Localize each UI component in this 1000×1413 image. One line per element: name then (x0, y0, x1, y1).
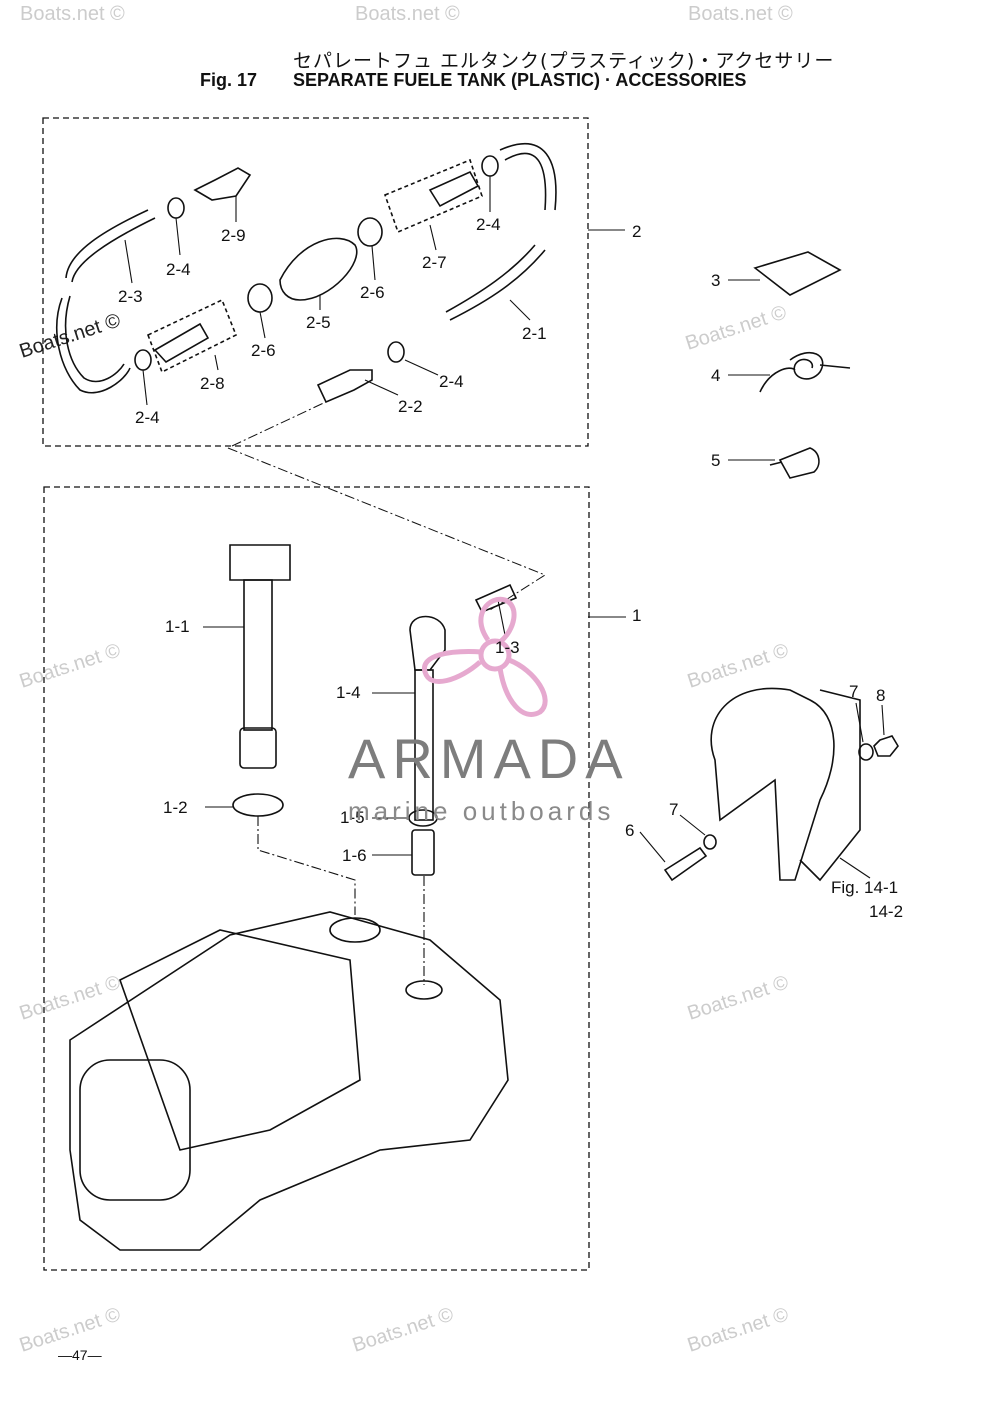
watermark: Boats.net © (355, 3, 460, 25)
callout-1-2: 1-2 (163, 798, 188, 817)
washer-icon (858, 743, 874, 761)
check-valve-icon (247, 283, 273, 313)
figure-number: Fig. 17 (200, 70, 258, 90)
watermark: Boats.net © (685, 639, 792, 692)
washer-icon (703, 834, 717, 850)
watermarks: Boats.net © Boats.net © Boats.net © Boat… (17, 3, 793, 1357)
callout-2-9: 2-9 (221, 226, 246, 245)
tank-top-panel (119, 929, 361, 1151)
armada-brand-name: ARMADA (348, 727, 630, 790)
nut-icon (873, 735, 899, 757)
tank-handle-recess (79, 1059, 191, 1201)
callout-2-3: 2-3 (118, 287, 143, 306)
callout-2: 2 (632, 222, 641, 241)
watermark: Boats.net © (20, 3, 125, 25)
bracket-pad-icon (753, 251, 842, 296)
callout-2-7: 2-7 (422, 253, 447, 272)
watermark: Boats.net © (17, 639, 124, 692)
callout-2-8: 2-8 (200, 374, 225, 393)
callout-fig-14-1: Fig. 14-1 (831, 878, 898, 897)
callout-7: 7 (849, 682, 858, 701)
tank-filler-neck (329, 917, 381, 943)
fuel-hose (499, 143, 557, 211)
callout-2-5: 2-5 (306, 313, 331, 332)
fuel-hose (65, 209, 156, 283)
gauge-cap-icon (229, 544, 291, 581)
callout-1-5: 1-5 (340, 808, 365, 827)
callout-6: 6 (625, 821, 634, 840)
tank-outlet-port (405, 980, 443, 1000)
callout-2-6: 2-6 (360, 283, 385, 302)
callout-14-2: 14-2 (869, 902, 903, 921)
o-ring-icon (232, 793, 284, 817)
grommet-icon (769, 447, 820, 479)
clamp-icon (134, 349, 152, 371)
bolt-icon (663, 846, 708, 882)
callout-7: 7 (669, 800, 678, 819)
callout-3: 3 (711, 271, 720, 290)
group-box-hose-assembly (42, 117, 589, 447)
mounting-bracket-icon (710, 687, 835, 881)
callout-8: 8 (876, 686, 885, 705)
callout-1-1: 1-1 (165, 617, 190, 636)
callout-1-6: 1-6 (342, 846, 367, 865)
callout-2-4: 2-4 (166, 260, 191, 279)
clamp-icon (387, 341, 405, 363)
clamp-icon (481, 155, 499, 177)
armada-brand-tagline: marine outboards (348, 796, 615, 826)
subgroup-box (383, 158, 483, 234)
armada-propeller-logo (422, 596, 548, 717)
filter-icon (411, 829, 435, 876)
clamp-icon (167, 197, 185, 219)
callout-2-4: 2-4 (135, 408, 160, 427)
connector-icon (153, 322, 210, 364)
primer-bulb-icon (279, 237, 358, 301)
watermark: Boats.net © (685, 1303, 792, 1356)
callout-1-3: 1-3 (495, 638, 520, 657)
connector-icon (193, 167, 252, 201)
callout-5: 5 (711, 451, 720, 470)
coil-spring-icon (759, 351, 851, 393)
title-japanese: セパレートフュ エルタンク(プラスティック)・アクセサリー (293, 50, 835, 72)
watermark: Boats.net © (350, 1303, 457, 1356)
gauge-float-icon (239, 727, 277, 769)
callout-1: 1 (632, 606, 641, 625)
fuel-tank-icon (69, 911, 509, 1251)
watermark: Boats.net © (683, 301, 790, 354)
callout-2-4: 2-4 (439, 372, 464, 391)
subgroup-box (146, 298, 238, 374)
group-box-tank-assembly (43, 486, 590, 1271)
gauge-tube-icon (243, 579, 273, 731)
bracket-plate-icon (799, 689, 861, 882)
fuel-hose (445, 244, 546, 321)
watermark: Boats.net © (688, 3, 793, 25)
callout-2-2: 2-2 (398, 397, 423, 416)
connector-icon (474, 583, 518, 614)
callout-2-4: 2-4 (476, 215, 501, 234)
assembly-link-line (227, 399, 547, 611)
watermark: Boats.net © (685, 971, 792, 1024)
callout-2-6: 2-6 (251, 341, 276, 360)
callout-4: 4 (711, 366, 720, 385)
elbow-fitting-icon (409, 615, 446, 671)
page-number: —47— (58, 1347, 102, 1363)
callout-2-1: 2-1 (522, 324, 547, 343)
title-english: SEPARATE FUELE TANK (PLASTIC) · ACCESSOR… (293, 70, 747, 90)
callout-1-4: 1-4 (336, 683, 361, 702)
watermark: Boats.net © (17, 971, 124, 1024)
fuel-hose (56, 295, 131, 394)
check-valve-icon (357, 217, 383, 247)
connector-icon (316, 369, 373, 404)
